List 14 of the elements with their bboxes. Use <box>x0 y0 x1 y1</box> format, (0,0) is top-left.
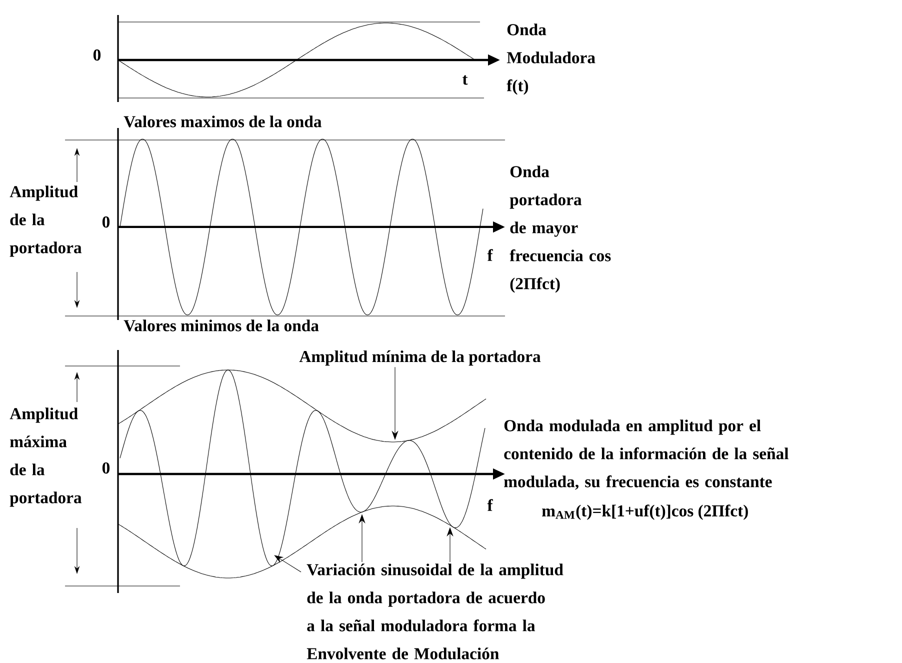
text-label: Valores maximos de la onda <box>124 116 322 128</box>
text-label: 0 <box>102 216 110 228</box>
text-label: Amplitud de la portadora <box>10 186 82 257</box>
text-label: Valores minimos de la onda <box>124 320 319 332</box>
text-label: Amplitud máxima de la portadora <box>10 408 82 507</box>
text-label: Onda Moduladora f(t) <box>506 24 596 95</box>
text-label: m$_{AM}$(t)=k[1+uf(t)]cos (2Πfct) <box>542 504 748 520</box>
annotation-text: Variación sinusoidal de la amplitud de la onda portadora de acuerdo a la señal moduladora forma la Envolvente de Modulación <box>306 564 564 660</box>
leader-arrow <box>274 555 302 572</box>
text-label: t <box>462 75 468 85</box>
text-label: 0 <box>93 49 101 61</box>
annotation-text: Amplitud mínima de la portadora <box>299 350 541 366</box>
text-label: f <box>487 249 493 261</box>
text-label: Onda portadora de mayor frecuencia cos (2Πfct) <box>510 166 611 293</box>
